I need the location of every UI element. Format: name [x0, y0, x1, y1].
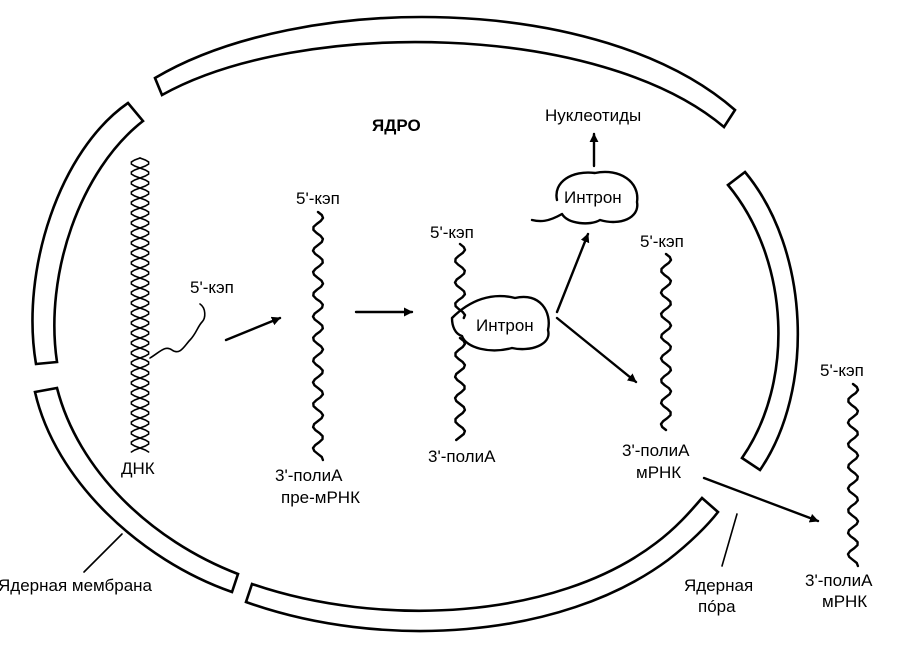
pre-mrna-strand	[311, 210, 325, 462]
membrane-segment-right	[726, 170, 800, 472]
pore-label-line1: Ядерная	[684, 576, 753, 595]
nuclear-membrane	[31, 15, 800, 633]
dna-strand-2	[130, 157, 150, 453]
arrow-to-mrna	[555, 316, 638, 384]
mrna-label-nucleus: мРНК	[636, 463, 681, 482]
mrna-strand-cytoplasm	[846, 382, 860, 568]
cap-label-dna: 5'-кэп	[190, 278, 234, 297]
polya-label-pre: 3'-полиА	[275, 466, 343, 485]
cap-label-mrna-nucleus: 5'-кэп	[640, 232, 684, 251]
leader-pore	[721, 513, 738, 567]
cap-label-spliced: 5'-кэп	[430, 223, 474, 242]
leader-membrane	[83, 533, 123, 573]
membrane-label: Ядерная мембрана	[0, 576, 153, 595]
polya-label-mrna-nucleus: 3'-полиА	[622, 441, 690, 460]
mrna-label-cytoplasm: мРНК	[822, 592, 867, 611]
spliced-upper-strand	[453, 242, 467, 320]
membrane-segment-bottom-left	[33, 386, 240, 594]
membrane-segment-left	[31, 101, 145, 366]
arrow-export	[702, 476, 820, 523]
intron-label-splice: Интрон	[476, 316, 534, 335]
cap-label-pre: 5'-кэп	[296, 189, 340, 208]
mrna-strand-nucleus	[659, 252, 673, 432]
cap-label-mrna-cytoplasm: 5'-кэп	[820, 361, 864, 380]
arrow-transcription	[224, 316, 282, 342]
dna-helix	[130, 157, 150, 453]
nascent-rna	[149, 303, 206, 359]
dna-strand-1	[130, 157, 150, 453]
polya-label-spliced: 3'-полиА	[428, 447, 496, 466]
arrow-intron-release	[555, 232, 590, 314]
dna-label: ДНК	[121, 459, 155, 478]
intron-label-free: Интрон	[564, 188, 622, 207]
pre-mrna-label: пре-мРНК	[281, 488, 360, 507]
intron-free	[530, 170, 639, 225]
nucleus-label: ЯДРО	[372, 116, 421, 135]
pore-label-line2: пóра	[698, 597, 736, 616]
spliced-lower-strand	[453, 336, 467, 442]
nucleotides-label: Нуклеотиды	[545, 106, 641, 125]
polya-label-mrna-cytoplasm: 3'-полиА	[805, 571, 873, 590]
membrane-segment-bottom	[244, 496, 720, 633]
intron-loop-spliced	[450, 294, 550, 352]
membrane-segment-top	[153, 15, 737, 129]
